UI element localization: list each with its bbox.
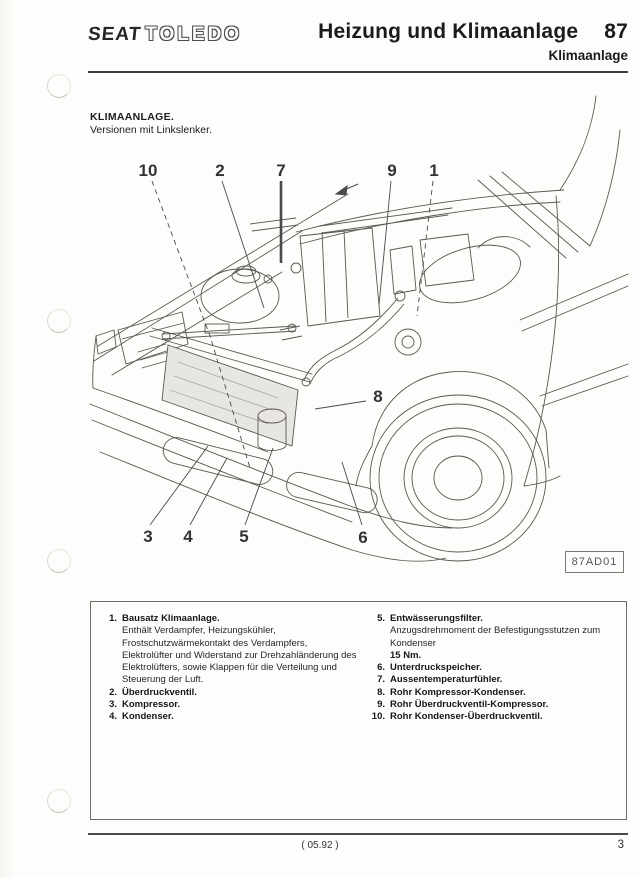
section-title: KLIMAANLAGE. (90, 111, 175, 123)
condenser (149, 327, 313, 451)
legend-item-desc: Enthält Verdampfer, Heizungskühler, Fros… (122, 625, 357, 686)
footer-rule (88, 833, 628, 835)
legend-item: 3. Kompressor. (91, 699, 359, 711)
legend-item: 2. Überdruckventil. (91, 687, 359, 699)
callout-8: 8 (373, 387, 383, 406)
callout-5: 5 (239, 527, 249, 546)
page-header: Heizung und Klimaanlage 87 Klimaanlage (318, 20, 628, 63)
support-rod (161, 323, 297, 341)
legend-item-title: Rohr Überdruckventil-Kompressor. (390, 699, 549, 711)
header-rule (88, 71, 628, 73)
side-mirror (419, 236, 531, 304)
legend-item-number: 6. (377, 662, 385, 674)
legend-item-desc: Anzugsdrehmoment der Befestigungsstutzen… (390, 625, 601, 649)
legend-item-number: 3. (109, 699, 117, 711)
punch-hole (47, 549, 71, 573)
legend-item-number: 8. (377, 686, 385, 698)
callout-9: 9 (387, 161, 397, 180)
legend-item-title: Rohr Kondenser-Überdruckventil. (390, 711, 543, 723)
page-title: Heizung und Klimaanlage (318, 20, 579, 43)
legend-item-title: Überdruckventil. (122, 686, 197, 698)
ac-pipe (301, 290, 406, 387)
model-name: TOLEDO (145, 24, 243, 45)
legend-item-title: Kondenser. (122, 711, 174, 723)
direction-arrow-icon (334, 183, 359, 196)
legend-item-title: Aussentemperaturfühler. (390, 674, 503, 686)
legend-right-column: 5. Entwässerungsfilter. Anzugsdrehmoment… (359, 613, 626, 819)
legend-item-torque: 15 Nm. (390, 649, 422, 661)
leader-lines (149, 180, 434, 526)
front-wheel (355, 371, 550, 562)
legend-item-number: 7. (377, 674, 385, 686)
section-subtitle: Versionen mit Linkslenker. (90, 124, 212, 136)
legend-item: 8. Rohr Kompressor-Kondenser. (359, 687, 626, 699)
punch-hole (47, 789, 71, 813)
legend-item-title: Entwässerungsfilter. (390, 613, 483, 624)
legend-item-title: Rohr Kompressor-Kondenser. (390, 686, 526, 698)
legend-item: 1. Bausatz Klimaanlage. Enthält Verdampf… (91, 613, 359, 687)
legend-item-title: Kompressor. (122, 699, 181, 711)
callout-7: 7 (276, 161, 286, 180)
receiver-drier (257, 408, 287, 451)
legend-item-title: Bausatz Klimaanlage. (122, 613, 220, 624)
punch-hole (47, 74, 71, 98)
brand-name: SEAT (86, 24, 143, 45)
page-number: 3 (617, 839, 624, 851)
figure-code: 87AD01 (565, 551, 624, 573)
legend-item-number: 10. (371, 711, 385, 723)
legend-item: 4. Kondenser. (91, 711, 359, 723)
car-body-outline (89, 95, 629, 562)
legend-item-title: Unterdruckspeicher. (390, 662, 482, 674)
callout-2: 2 (215, 161, 225, 180)
legend-item: 10. Rohr Kondenser-Überdruckventil. (359, 711, 626, 723)
legend-item-number: 4. (109, 711, 117, 723)
callout-6: 6 (358, 528, 368, 547)
legend-item-number: 1. (109, 613, 117, 624)
legend-item: 7. Aussentemperaturfühler. (359, 674, 626, 686)
legend-item-number: 5. (377, 613, 385, 624)
punch-hole (47, 309, 71, 333)
revision-date: ( 05.92 ) (301, 840, 339, 851)
legend-item: 9. Rohr Überdruckventil-Kompressor. (359, 699, 626, 711)
section-heading: KLIMAANLAGE. Versionen mit Linkslenker. (90, 111, 212, 137)
callout-4: 4 (183, 527, 193, 546)
legend-item: 6. Unterdruckspeicher. (359, 662, 626, 674)
callout-1: 1 (429, 161, 439, 180)
page-subtitle: Klimaanlage (548, 48, 628, 63)
legend-left-column: 1. Bausatz Klimaanlage. Enthält Verdampf… (91, 613, 359, 819)
callout-10: 10 (138, 161, 158, 180)
chapter-number: 87 (604, 20, 628, 43)
headlight (95, 311, 189, 369)
legend-item-number: 9. (377, 699, 385, 711)
legend-item: 5. Entwässerungsfilter. Anzugsdrehmoment… (359, 613, 626, 662)
legend-box: 1. Bausatz Klimaanlage. Enthält Verdampf… (90, 601, 627, 820)
engine-details (200, 217, 475, 356)
legend-item-number: 2. (109, 686, 117, 698)
callout-3: 3 (143, 527, 153, 546)
